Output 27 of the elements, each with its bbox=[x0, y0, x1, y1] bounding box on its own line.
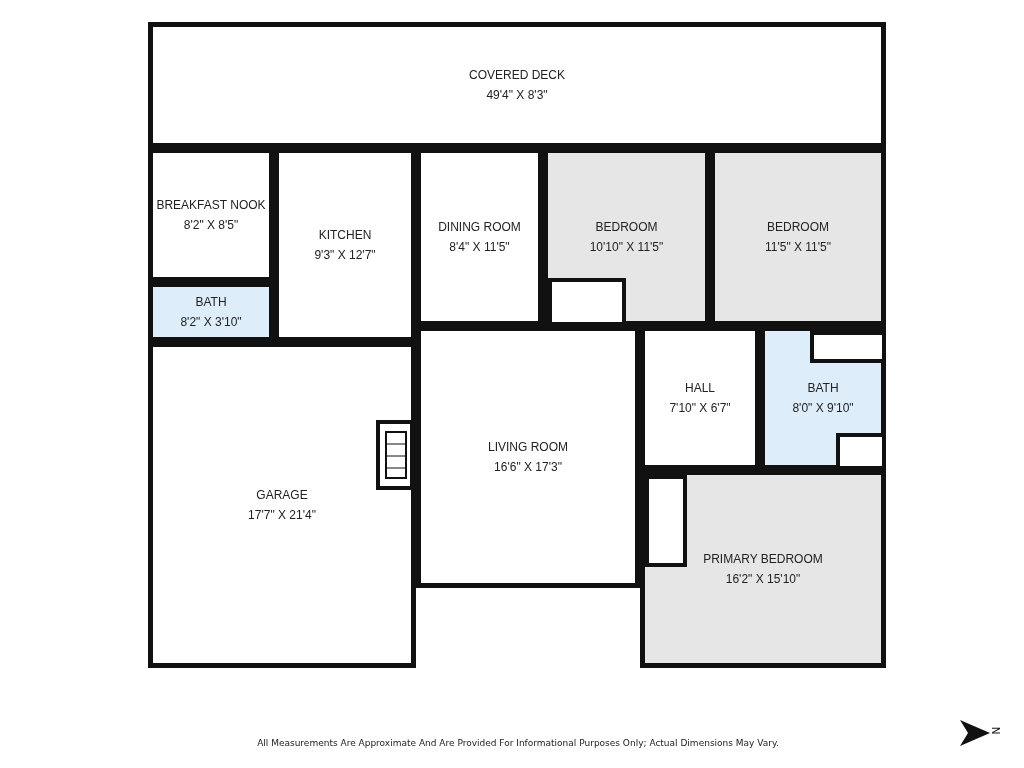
room-dimensions: 8'4" X 11'5" bbox=[449, 239, 510, 256]
room-name: KITCHEN bbox=[318, 227, 372, 244]
room-name: BEDROOM bbox=[595, 219, 658, 236]
room-dimensions: 8'2" X 8'5" bbox=[183, 217, 239, 234]
room-dimensions: 8'2" X 3'10" bbox=[180, 314, 242, 331]
room-name: LIVING ROOM bbox=[488, 439, 568, 456]
room-name: BREAKFAST NOOK bbox=[156, 197, 266, 214]
room-name: COVERED DECK bbox=[469, 67, 565, 84]
room-dimensions: 16'6" X 17'3" bbox=[494, 459, 562, 476]
room-dimensions: 11'5" X 11'5" bbox=[764, 239, 831, 256]
room-dimensions: 16'2" X 15'10" bbox=[725, 571, 801, 588]
room-dimensions: 9'3" X 12'7" bbox=[314, 247, 376, 264]
room-outline bbox=[148, 22, 886, 148]
room-dimensions: 10'10" X 11'5" bbox=[589, 239, 664, 256]
room-name: HALL bbox=[685, 380, 715, 397]
room-name: PRIMARY BEDROOM bbox=[703, 551, 823, 568]
disclaimer-note: All Measurements Are Approximate And Are Provided For Informational Purposes Only; Actual Dimensions May Vary. bbox=[256, 738, 780, 748]
room-name: DINING ROOM bbox=[438, 219, 521, 236]
room-dimensions: 8'0" X 9'10" bbox=[792, 400, 854, 417]
room-name: BATH bbox=[807, 380, 839, 397]
room-dimensions: 7'10" X 6'7" bbox=[669, 400, 731, 417]
room-name: GARAGE bbox=[256, 487, 308, 504]
room-name: BEDROOM bbox=[767, 219, 829, 236]
room-dimensions: 17'7" X 21'4" bbox=[248, 507, 316, 524]
room-name: BATH bbox=[195, 294, 227, 311]
room-dimensions: 49'4" X 8'3" bbox=[486, 87, 548, 104]
compass-letter: N bbox=[990, 726, 1002, 735]
